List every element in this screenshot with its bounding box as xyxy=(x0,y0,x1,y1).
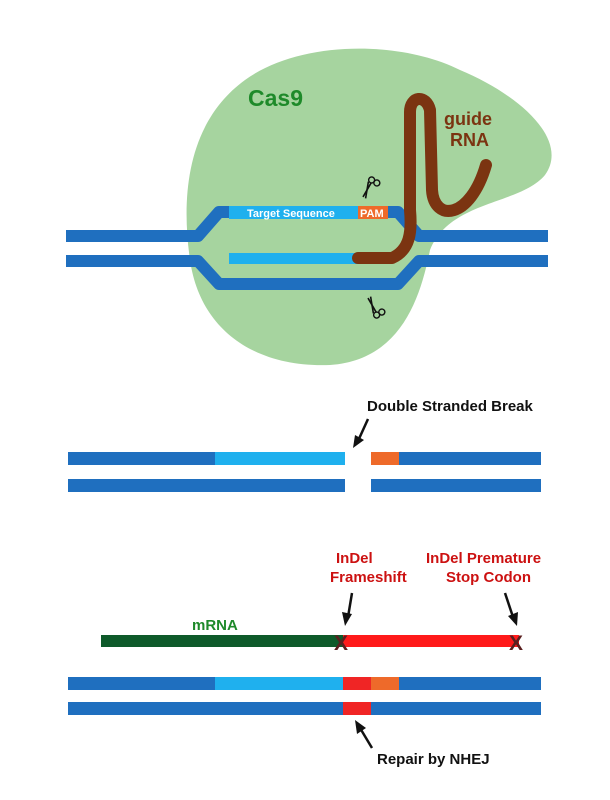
scissors-icon xyxy=(362,176,381,199)
guide-rna xyxy=(352,93,492,264)
break-top-left-target xyxy=(215,452,345,465)
indel-frameshift-label-line2: Frameshift xyxy=(330,569,407,586)
repaired-bottom-indel xyxy=(343,702,371,715)
repaired-top-left-strand xyxy=(68,677,215,690)
indel-frameshift-label-line1: InDel xyxy=(336,550,373,567)
mrna-label: mRNA xyxy=(192,617,238,634)
target-sequence-label: Target Sequence xyxy=(247,208,335,220)
indel-stop-label-line1: InDel Premature xyxy=(426,550,541,567)
mrna-strand xyxy=(101,635,343,647)
indel-stop-label-line2: Stop Codon xyxy=(446,569,531,586)
repaired-bottom-left-strand xyxy=(68,702,343,715)
pam-label: PAM xyxy=(360,208,384,220)
break-top-left-strand xyxy=(68,452,215,465)
guide-rna-label-line2: RNA xyxy=(450,130,489,150)
dna-bottom-strand xyxy=(66,255,548,290)
repair-label: Repair by NHEJ xyxy=(377,751,490,768)
break-bottom-left-strand xyxy=(68,479,345,492)
stop-codon-x-mark: X xyxy=(509,632,523,655)
guide-rna-label-line1: guide xyxy=(444,109,492,129)
repaired-top-indel xyxy=(343,677,371,690)
break-top-right-pam xyxy=(371,452,399,465)
pam-bar xyxy=(358,206,388,219)
mutated-mrna-strand xyxy=(343,635,519,647)
cas9-label: Cas9 xyxy=(248,85,303,111)
scissors-icon xyxy=(367,296,386,319)
break-top-right-strand xyxy=(399,452,541,465)
frameshift-x-mark: X xyxy=(334,632,348,655)
repaired-top-right-strand xyxy=(399,677,541,690)
arrow-icon xyxy=(355,720,374,749)
arrow-icon xyxy=(503,592,518,626)
target-sequence-bar xyxy=(229,206,358,219)
repaired-top-target xyxy=(215,677,343,690)
repaired-top-pam xyxy=(371,677,399,690)
repaired-bottom-right-strand xyxy=(371,702,541,715)
complementary-target-bar xyxy=(229,253,358,264)
break-bottom-right-strand xyxy=(371,479,541,492)
arrow-icon xyxy=(353,418,370,448)
arrow-icon xyxy=(342,592,354,626)
double-stranded-break-label: Double Stranded Break xyxy=(367,398,534,415)
